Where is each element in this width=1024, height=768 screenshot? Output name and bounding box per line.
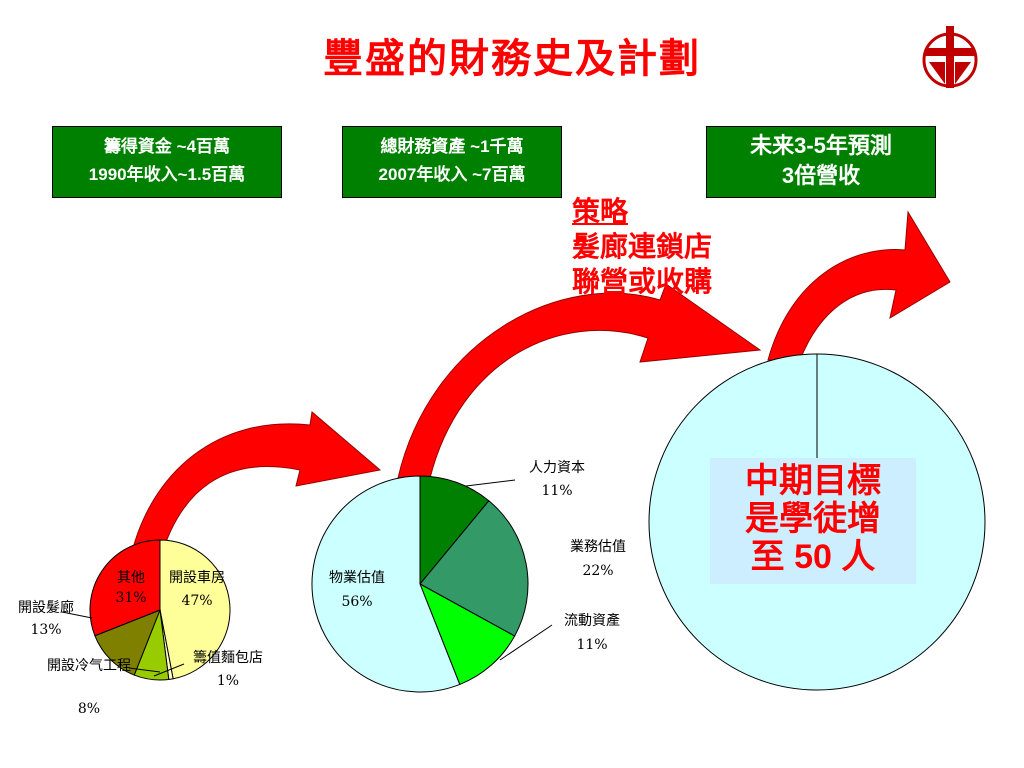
pie2-label-liquid: 流動資產 — [564, 612, 620, 629]
forecast-line1: 未来3-5年預測 — [750, 133, 892, 158]
pie1-pct-bakery: 1% — [217, 673, 239, 689]
assets-box: 總財務資產 ~1千萬 2007年收入 ~7百萬 — [342, 126, 562, 198]
forecast-line2: 3倍營收 — [781, 163, 861, 188]
pie1-slice-4 — [89, 539, 161, 637]
fundraising-line2: 1990年收入~1.5百萬 — [88, 165, 246, 184]
forecast-box: 未来3-5年預測 3倍營收 — [706, 126, 936, 198]
pie2-pct-human: 11% — [541, 483, 572, 499]
pie2-label-human: 人力資本 — [529, 460, 585, 476]
pie2-label-property: 物業估值 — [329, 570, 385, 586]
pie2-pct-liquid: 11% — [576, 637, 607, 653]
pie1-slice-0 — [159, 539, 231, 680]
pie2-slice-3 — [311, 475, 461, 693]
fundraising-line1: 籌得資金 ~4百萬 — [103, 137, 231, 156]
arrow-2 — [397, 283, 762, 479]
pie1-slice-3 — [94, 609, 161, 676]
goal-box: 中期目標 是學徒增 至 50 人 — [710, 458, 916, 584]
pie1-pct-salon: 13% — [30, 622, 61, 638]
pie1-label-salon: 開設髮廊 — [18, 599, 74, 616]
goal-line3: 至 50 人 — [750, 538, 876, 576]
strategy-line1: 髮廊連鎖店 — [572, 230, 713, 263]
fundraising-box: 籌得資金 ~4百萬 1990年收入~1.5百萬 — [52, 126, 282, 198]
cross-emblem-icon — [922, 26, 978, 88]
goal-line1: 中期目標 — [745, 462, 881, 500]
strategy-text: 策略 髮廊連鎖店 聯營或收購 — [572, 194, 712, 299]
pie-chart-2 — [311, 475, 529, 693]
pie2-pct-property: 56% — [341, 594, 372, 610]
pie2-slice-0 — [419, 475, 490, 586]
pie1-label-bakery: 籌值麵包店 — [193, 650, 263, 666]
pie2-pct-business: 22% — [582, 563, 613, 579]
leader-lines — [61, 479, 553, 677]
arrow-3 — [767, 210, 951, 361]
pie1-label-other: 其他 — [117, 570, 145, 586]
assets-line2: 2007年收入 ~7百萬 — [378, 165, 526, 184]
pie1-label-aircon: 開設冷气工程 — [47, 658, 131, 674]
arrow-1 — [129, 411, 382, 561]
strategy-line2: 聯營或收購 — [572, 265, 713, 298]
pie2-slice-1 — [419, 500, 529, 637]
pie1-pct-aircon: 8% — [78, 701, 100, 717]
pie-chart-1 — [89, 539, 231, 681]
slide-title: 豐盛的財務史及計劃 — [323, 36, 701, 82]
pie1-label-garage: 開設車房 — [169, 569, 225, 586]
pie1-pct-other: 31% — [115, 590, 146, 606]
strategy-heading: 策略 — [572, 195, 629, 228]
pie2-slice-2 — [419, 582, 516, 686]
pie2-label-business: 業務估值 — [570, 539, 626, 555]
assets-line1: 總財務資產 ~1千萬 — [380, 137, 524, 156]
pie1-pct-garage: 47% — [181, 593, 212, 609]
goal-line2: 是學徒增 — [745, 500, 881, 538]
